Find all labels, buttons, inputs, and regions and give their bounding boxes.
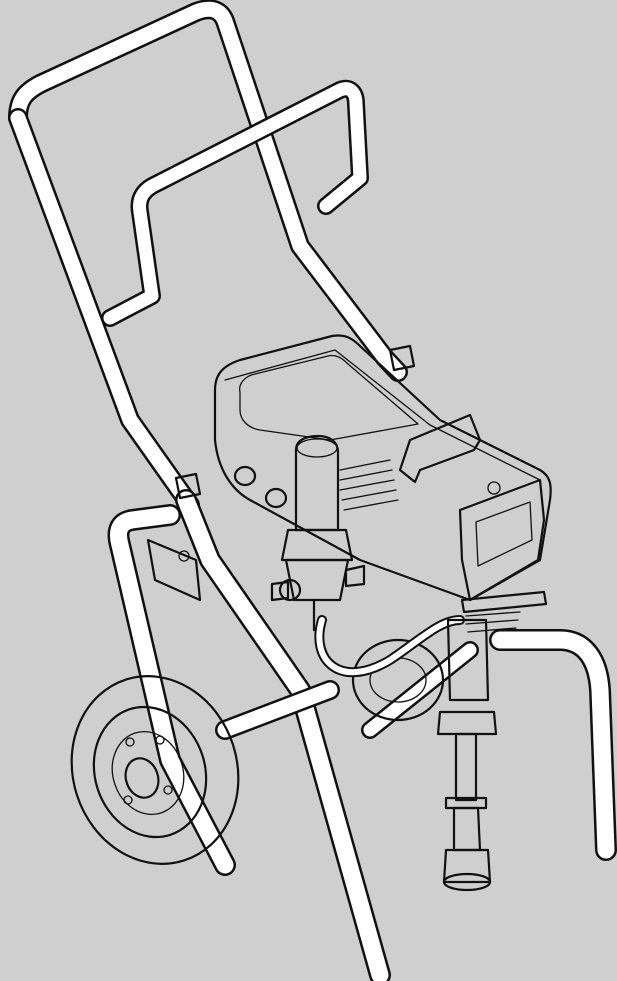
hose [314, 615, 465, 678]
front-wheel [70, 675, 240, 865]
cart-frame [107, 489, 617, 981]
handle-bar-inner [101, 79, 369, 327]
pump-assembly [270, 434, 366, 632]
pressure-control [460, 590, 548, 633]
motor-housing [213, 334, 552, 602]
lower-pump [436, 618, 498, 892]
handle-frame-outer [8, 0, 408, 515]
handle-clamps [174, 344, 416, 500]
